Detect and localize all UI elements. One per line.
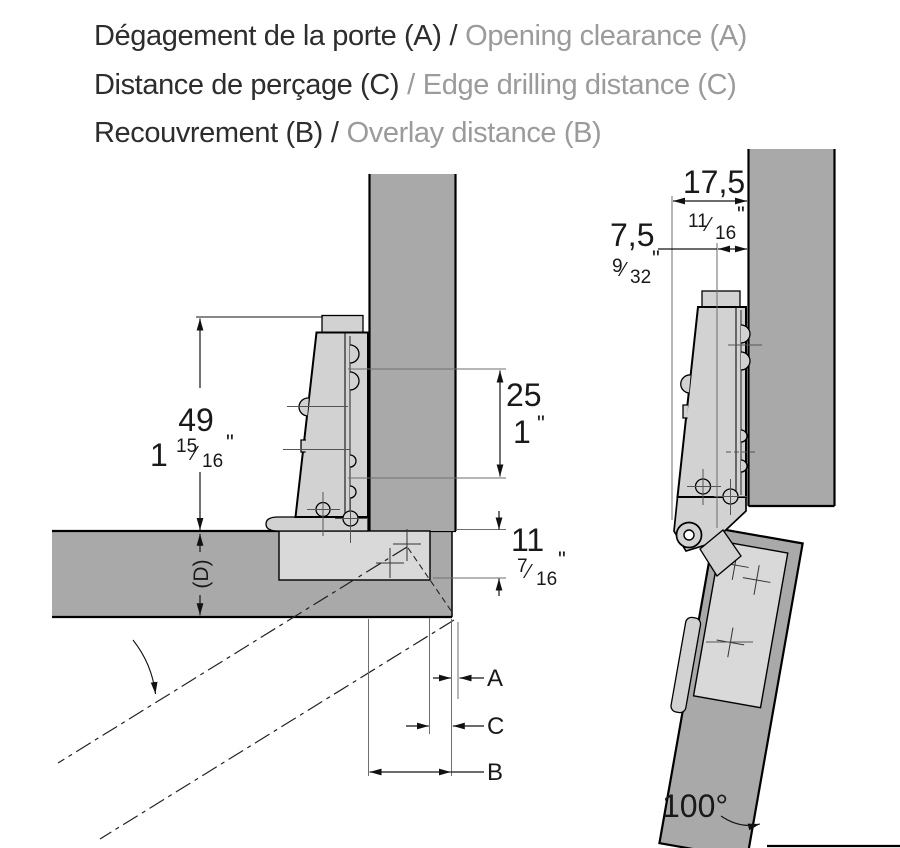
dimension-a-opening-clearance: A: [433, 665, 503, 692]
body-side-tab: [300, 439, 306, 453]
dim-75-frac-slash: ⁄: [617, 259, 628, 281]
dim-11-frac-slash: ⁄: [522, 561, 533, 583]
header-line-opening-clearance: Dégagement de la porte (A)/Opening clear…: [94, 20, 747, 53]
arm-detail-bump: [740, 459, 748, 473]
right-figure-open-hinge: 17,5 11 ⁄ 16 " 7,5 9 ⁄ 32 " 100°: [610, 149, 900, 848]
arm-detail-bump: [349, 454, 357, 468]
label-en: Opening clearance (A): [465, 20, 747, 52]
body-side-tab: [682, 404, 688, 419]
label-c: C: [487, 713, 504, 740]
hinge-cup: [692, 540, 789, 709]
arm-top-cap: [321, 314, 364, 334]
arm-detail-bump: [349, 371, 360, 391]
cup-flange-tab: [670, 616, 702, 714]
arm-detail-bump: [349, 485, 357, 499]
dim-49-inch-mark: ": [226, 430, 234, 455]
dimension-cup-edge-offset: 11 7 ⁄ 16 ": [433, 511, 566, 596]
dim-175-frac-slash: ⁄: [702, 214, 713, 236]
label-b: B: [487, 759, 503, 786]
link-lever: [699, 529, 742, 577]
dim-175-frac-num: 11: [688, 211, 708, 232]
dim-11-inch-mark: ": [558, 547, 566, 572]
header-line-overlay-distance: Recouvrement (B)/Overlay distance (B): [94, 117, 602, 150]
dim-25-inch-mark: ": [537, 411, 545, 436]
label-fr: Dégagement de la porte (A): [94, 20, 442, 52]
dimension-overlay-17-5: 17,5 11 ⁄ 16 ": [671, 164, 747, 528]
left-figure-closed-hinge: 49 1 15 ⁄ 16 " (D) 25 1 ": [52, 174, 566, 840]
label-a: A: [487, 665, 503, 692]
arm-detail-bump: [740, 429, 748, 443]
arm-detail-bump: [740, 324, 751, 344]
cabinet-panel: [747, 149, 836, 508]
dim-49-frac-num: 15: [176, 436, 197, 457]
dimension-drilling-7-5: 7,5 9 ⁄ 32 ": [610, 217, 747, 288]
separator: /: [449, 20, 458, 52]
dim-49-inch-whole: 1: [150, 437, 168, 473]
dim-11-mm: 11: [511, 522, 544, 558]
opening-angle-callout: 100°: [662, 788, 761, 831]
dim-d-label: (D): [190, 559, 213, 588]
label-en: Edge drilling distance (C): [422, 69, 737, 101]
dim-11-frac-num: 7: [517, 556, 528, 577]
dim-25-mm: 25: [506, 377, 542, 413]
dimension-cup-top-distance: 25 1 ": [348, 368, 545, 479]
label-en: Overlay distance (B): [346, 117, 602, 149]
dim-49-frac-slash: ⁄: [188, 443, 199, 465]
dim-49-frac-den: 16: [202, 451, 223, 472]
label-fr: Distance de perçage (C): [94, 69, 400, 101]
dim-175-frac-den: 16: [715, 223, 736, 244]
dim-11-frac-den: 16: [536, 569, 557, 590]
dim-49-mm: 49: [178, 402, 214, 438]
dim-175-mm: 17,5: [683, 164, 745, 200]
body-side-bump: [680, 374, 691, 394]
label-fr: Recouvrement (B): [94, 117, 323, 149]
dim-175-inch-mark: ": [737, 202, 745, 227]
drill-centre-crosses: [376, 529, 421, 578]
arm-top-cap: [701, 290, 741, 308]
dim-75-inch-mark: ": [652, 246, 660, 271]
dimension-acb-group: A C B: [368, 618, 504, 786]
opening-angle-arc: [132, 639, 158, 695]
dim-75-mm: 7,5: [610, 217, 654, 253]
open-door: [658, 526, 804, 848]
dimension-door-thickness: (D): [190, 533, 213, 616]
separator: /: [330, 117, 339, 149]
hinge-cup: [278, 530, 431, 581]
arm-detail-bump: [349, 344, 360, 364]
header-line-drilling-distance: Distance de perçage (C)/Edge drilling di…: [94, 69, 737, 102]
dimension-b-overlay: B: [369, 759, 503, 786]
mounting-plate: [265, 516, 369, 532]
angle-leader-arrow: [720, 815, 761, 831]
angle-label: 100°: [662, 788, 728, 824]
dim-75-frac-num: 9: [612, 256, 623, 277]
pivot-pin-hole: [683, 529, 695, 541]
hinge-arm: [673, 290, 762, 577]
cabinet-panel: [368, 174, 457, 531]
hinge-arm: [265, 314, 369, 543]
dim-25-inch-whole: 1: [513, 414, 531, 450]
dim-75-frac-den: 32: [630, 267, 651, 288]
door-swing-lines: [57, 546, 455, 840]
dimension-c-drilling-distance: C: [406, 713, 504, 740]
dimension-mounting-height: 49 1 15 ⁄ 16 ": [150, 316, 323, 530]
separator: /: [407, 69, 415, 101]
arm-detail-bump: [740, 351, 751, 371]
